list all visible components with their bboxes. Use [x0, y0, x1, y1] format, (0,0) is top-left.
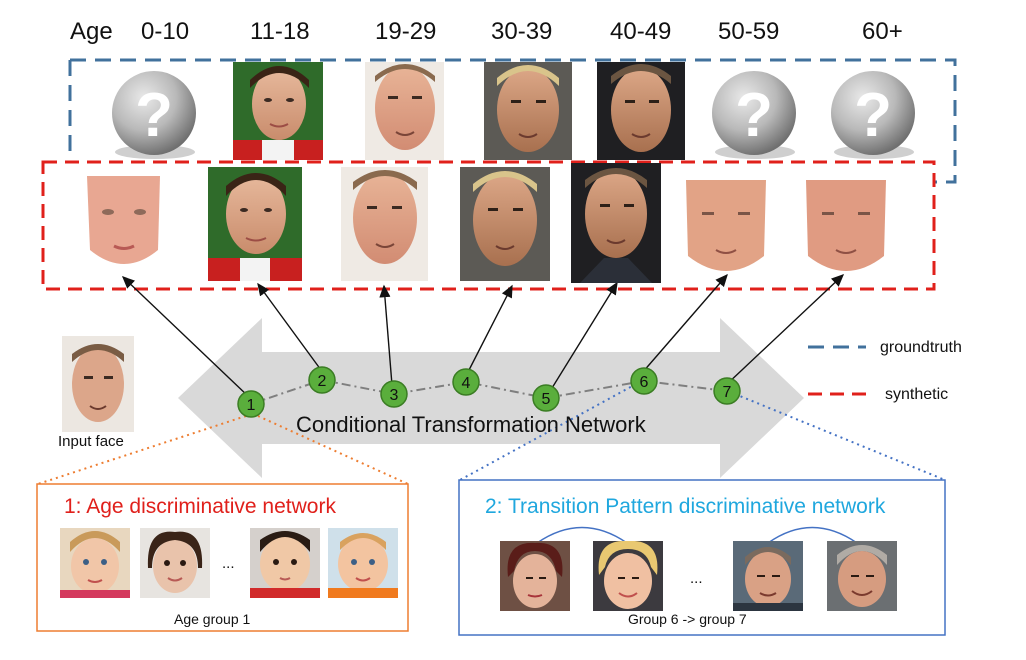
svg-text:3: 3 [390, 387, 399, 404]
network-nodes: 1 2 3 4 5 6 7 [237, 366, 741, 418]
arrow-node-7 [725, 274, 845, 386]
synthetic-dashed-box [41, 160, 936, 291]
age-group-2: 19-29 [375, 18, 437, 45]
synthetic-face-30-39 [460, 167, 550, 281]
man-face-group-6 [733, 541, 803, 611]
svg-text:?: ? [854, 81, 892, 150]
input-face-label: Input face [58, 433, 124, 450]
node-4: 4 [452, 368, 480, 396]
unknown-age-0-10-icon: ? [112, 71, 196, 159]
node-2: 2 [308, 366, 336, 394]
orange-dotted-connector-left [37, 415, 247, 485]
network-title: Conditional Transformation Network [296, 412, 646, 437]
input-face-image [62, 336, 134, 432]
age-axis-label: Age [70, 18, 113, 45]
age-box-caption: Age group 1 [174, 611, 251, 627]
node-7: 7 [713, 377, 741, 405]
child-face-2 [140, 528, 210, 598]
age-group-5: 50-59 [718, 18, 780, 45]
groundtruth-photo-30-39 [484, 62, 572, 160]
groundtruth-dashed-box [68, 58, 957, 184]
node-5: 5 [532, 384, 560, 412]
arrow-node-6 [641, 273, 728, 374]
synthetic-face-11-18 [208, 167, 302, 281]
unknown-age-50-59-icon: ? [712, 71, 796, 159]
age-group-3: 30-39 [491, 18, 553, 45]
arrow-node-5 [551, 281, 618, 389]
svg-text:?: ? [135, 81, 173, 150]
transition-discriminative-title: 2: Transition Pattern discriminative net… [485, 495, 886, 518]
svg-text:2: 2 [318, 373, 327, 390]
node-1: 1 [237, 390, 265, 418]
age-box-ellipsis: ... [222, 555, 235, 572]
svg-text:5: 5 [542, 391, 551, 408]
arrow-node-3 [379, 284, 393, 386]
groundtruth-photo-11-18 [233, 62, 323, 160]
child-face-3 [250, 528, 320, 598]
synthetic-face-60-plus [806, 180, 886, 271]
svg-text:7: 7 [723, 384, 732, 401]
synthetic-face-0-10 [87, 176, 160, 264]
legend-groundtruth-label: groundtruth [880, 339, 962, 356]
groundtruth-photo-19-29 [365, 62, 444, 160]
synthetic-face-40-49 [571, 163, 661, 283]
arrow-node-4 [467, 284, 513, 373]
groundtruth-row: ? ? [87, 62, 915, 283]
node-6: 6 [630, 367, 658, 395]
pair-arc-right [767, 526, 858, 544]
bidirectional-arrow-shape [178, 318, 804, 478]
arrow-node-1 [121, 276, 250, 398]
age-group-4: 40-49 [610, 18, 672, 45]
synthetic-face-19-29 [341, 167, 428, 281]
arrow-node-2 [257, 282, 322, 371]
child-face-1 [60, 528, 130, 598]
age-group-1: 11-18 [250, 18, 310, 45]
age-discriminative-title: 1: Age discriminative network [64, 495, 336, 518]
svg-text:6: 6 [640, 374, 649, 391]
blue-dotted-connector-right [734, 393, 946, 481]
woman-face-group-6 [500, 541, 570, 611]
svg-text:4: 4 [462, 375, 471, 392]
man-face-group-7 [827, 541, 897, 611]
svg-text:1: 1 [247, 397, 256, 414]
node-3: 3 [380, 380, 408, 408]
age-group-6: 60+ [862, 18, 903, 45]
node-to-face-arrows [121, 273, 845, 398]
legend-synthetic-label: synthetic [885, 386, 949, 403]
age-group-1-faces: ... [60, 528, 398, 598]
svg-text:?: ? [735, 81, 773, 150]
transition-box-ellipsis: ... [690, 570, 703, 587]
child-face-4 [328, 528, 398, 598]
pair-arc-left [536, 526, 628, 544]
age-group-0: 0-10 [141, 18, 190, 45]
woman-face-group-7 [593, 541, 663, 611]
unknown-age-60-plus-icon: ? [831, 71, 915, 159]
transition-box-caption: Group 6 -> group 7 [628, 611, 747, 627]
groundtruth-photo-40-49 [597, 62, 685, 160]
synthetic-face-50-59 [686, 180, 766, 271]
transition-pair-faces: ... [500, 541, 897, 611]
